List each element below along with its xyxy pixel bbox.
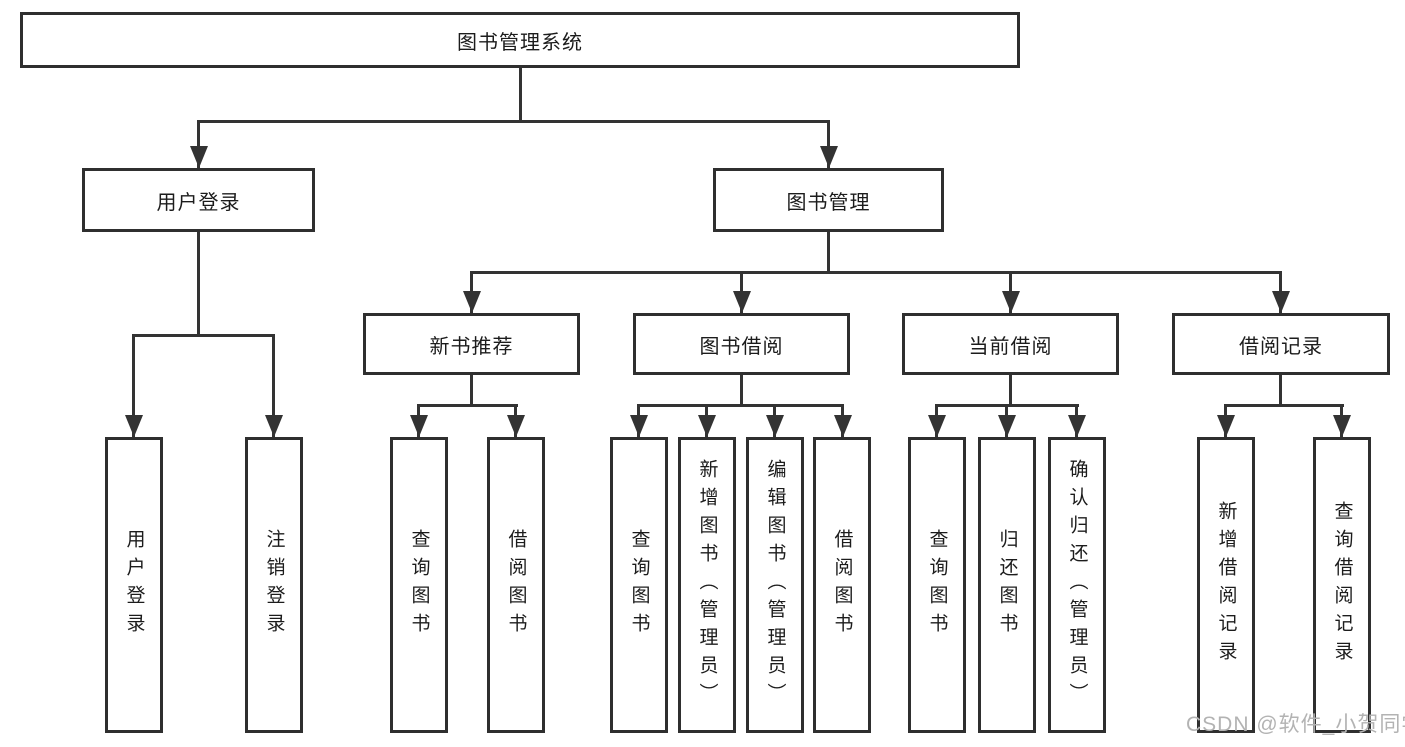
node-new-book-recommend: 新书推荐	[363, 313, 580, 375]
csdn-watermark: CSDN @软件_小贺同学	[1186, 713, 1405, 736]
arrow-to-leaf-confirm-return	[1067, 404, 1086, 437]
leaf-return-books-label: 归还图书	[996, 529, 1018, 641]
leaf-logout-label: 注销登录	[263, 529, 285, 641]
arrow-to-leaf-add-books	[697, 404, 716, 437]
leaf-query-books-current: 查询图书	[908, 437, 966, 733]
arrow-to-user-login	[189, 120, 208, 168]
leaf-borrow-books: 借阅图书	[813, 437, 871, 733]
node-book-borrowing: 图书借阅	[633, 313, 850, 375]
leaf-user-login: 用户登录	[105, 437, 163, 733]
node-book-management-label: 图书管理	[786, 191, 871, 214]
node-new-book-recommend-label: 新书推荐	[429, 335, 514, 358]
arrow-to-leaf-query-books-recommend	[409, 404, 428, 437]
connector-current-borrowing-stem	[1009, 373, 1012, 406]
leaf-edit-books-admin: 编辑图书（管理员）	[746, 437, 804, 733]
leaf-query-books-borrowing: 查询图书	[610, 437, 668, 733]
leaf-return-books: 归还图书	[978, 437, 1036, 733]
arrow-to-leaf-logout	[264, 334, 283, 437]
node-current-borrowing: 当前借阅	[902, 313, 1119, 375]
node-borrowing-records-label: 借阅记录	[1239, 335, 1323, 358]
leaf-query-books-borrowing-label: 查询图书	[628, 529, 650, 641]
leaf-add-borrow-record: 新增借阅记录	[1197, 437, 1255, 733]
leaf-user-login-label: 用户登录	[123, 529, 145, 641]
arrow-to-current-borrowing	[1001, 271, 1020, 313]
leaf-add-books-admin: 新增图书（管理员）	[678, 437, 736, 733]
node-current-borrowing-label: 当前借阅	[968, 335, 1053, 358]
connector-new-book-recommend-stem	[470, 373, 473, 406]
leaf-add-borrow-record-label: 新增借阅记录	[1215, 501, 1237, 669]
connector-user-login-branch	[132, 334, 275, 337]
leaf-logout: 注销登录	[245, 437, 303, 733]
leaf-confirm-return-admin-label: 确认归还（管理员）	[1066, 459, 1088, 711]
arrow-to-new-book-recommend	[462, 271, 481, 313]
leaf-borrow-books-recommend-label: 借阅图书	[505, 529, 527, 641]
connector-level2-branch	[197, 120, 830, 123]
arrow-to-leaf-borrow-books	[833, 404, 852, 437]
connector-new-book-recommend-branch	[417, 404, 518, 407]
connector-user-login-stem	[197, 230, 200, 336]
leaf-confirm-return-admin: 确认归还（管理员）	[1048, 437, 1106, 733]
leaf-query-borrow-record-label: 查询借阅记录	[1331, 501, 1353, 669]
arrow-to-leaf-add-borrow-record	[1216, 404, 1235, 437]
leaf-query-books-recommend-label: 查询图书	[408, 529, 430, 641]
arrow-to-leaf-edit-books	[765, 404, 784, 437]
connector-book-borrowing-branch	[637, 404, 844, 407]
node-root-label: 图书管理系统	[457, 31, 583, 54]
connector-book-borrowing-stem	[740, 373, 743, 406]
node-book-management: 图书管理	[713, 168, 944, 232]
node-user-login: 用户登录	[82, 168, 315, 232]
connector-level3-branch	[470, 271, 1282, 274]
node-root: 图书管理系统	[20, 12, 1020, 68]
leaf-query-books-recommend: 查询图书	[390, 437, 448, 733]
node-user-login-label: 用户登录	[156, 191, 241, 214]
arrow-to-leaf-query-books-current	[927, 404, 946, 437]
node-borrowing-records: 借阅记录	[1172, 313, 1390, 375]
arrow-to-leaf-user-login	[124, 334, 143, 437]
leaf-borrow-books-recommend: 借阅图书	[487, 437, 545, 733]
arrow-to-leaf-query-borrow-record	[1332, 404, 1351, 437]
connector-root-stem	[519, 68, 522, 121]
leaf-add-books-admin-label: 新增图书（管理员）	[696, 459, 718, 711]
arrow-to-leaf-return-books	[997, 404, 1016, 437]
arrow-to-book-management	[819, 120, 838, 168]
node-book-borrowing-label: 图书借阅	[699, 335, 784, 358]
connector-borrowing-records-stem	[1279, 373, 1282, 406]
arrow-to-borrowing-records	[1271, 271, 1290, 313]
connector-book-management-stem	[827, 230, 830, 273]
arrow-to-book-borrowing	[732, 271, 751, 313]
arrow-to-leaf-query-books-borrowing	[629, 404, 648, 437]
leaf-borrow-books-label: 借阅图书	[831, 529, 853, 641]
arrow-to-leaf-borrow-books-recommend	[506, 404, 525, 437]
leaf-query-books-current-label: 查询图书	[926, 529, 948, 641]
leaf-query-borrow-record: 查询借阅记录	[1313, 437, 1371, 733]
leaf-edit-books-admin-label: 编辑图书（管理员）	[764, 459, 786, 711]
connector-borrowing-records-branch	[1224, 404, 1344, 407]
